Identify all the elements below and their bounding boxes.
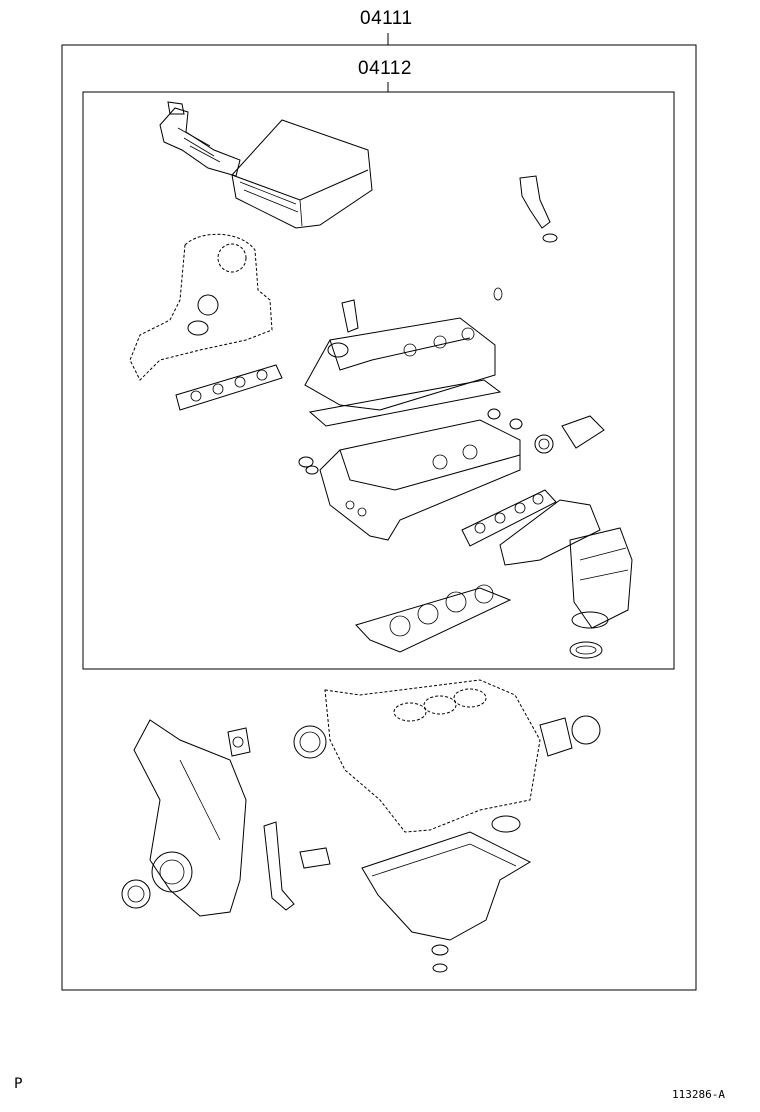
water-inlet-gasket-part bbox=[227, 727, 251, 757]
cylinder-head-part bbox=[298, 408, 523, 541]
exhaust-seal-part bbox=[534, 415, 605, 454]
breather-fitting-part bbox=[519, 175, 558, 243]
air-cleaner-part bbox=[159, 101, 373, 229]
intake-manifold-part bbox=[129, 233, 283, 411]
gasket-kit-label-04111: 04111 bbox=[360, 8, 413, 29]
cylinder-block-part bbox=[293, 679, 601, 833]
inner-kit-frame bbox=[82, 91, 675, 670]
figure-code: 113286-A bbox=[672, 1088, 725, 1101]
corner-marker: P bbox=[14, 1076, 23, 1092]
oil-pan-part bbox=[361, 831, 532, 973]
timing-chain-cover-part bbox=[121, 719, 247, 917]
gasket-kit-label-04112: 04112 bbox=[358, 58, 412, 79]
cylinder-head-gasket-part bbox=[355, 584, 512, 653]
outer-kit-frame bbox=[61, 44, 697, 991]
exhaust-manifold-converter-part bbox=[499, 499, 633, 659]
exhaust-manifold-gasket-part bbox=[461, 489, 557, 547]
cylinder-head-cover-part bbox=[304, 287, 503, 427]
oil-strainer-pipe-part bbox=[263, 821, 331, 911]
